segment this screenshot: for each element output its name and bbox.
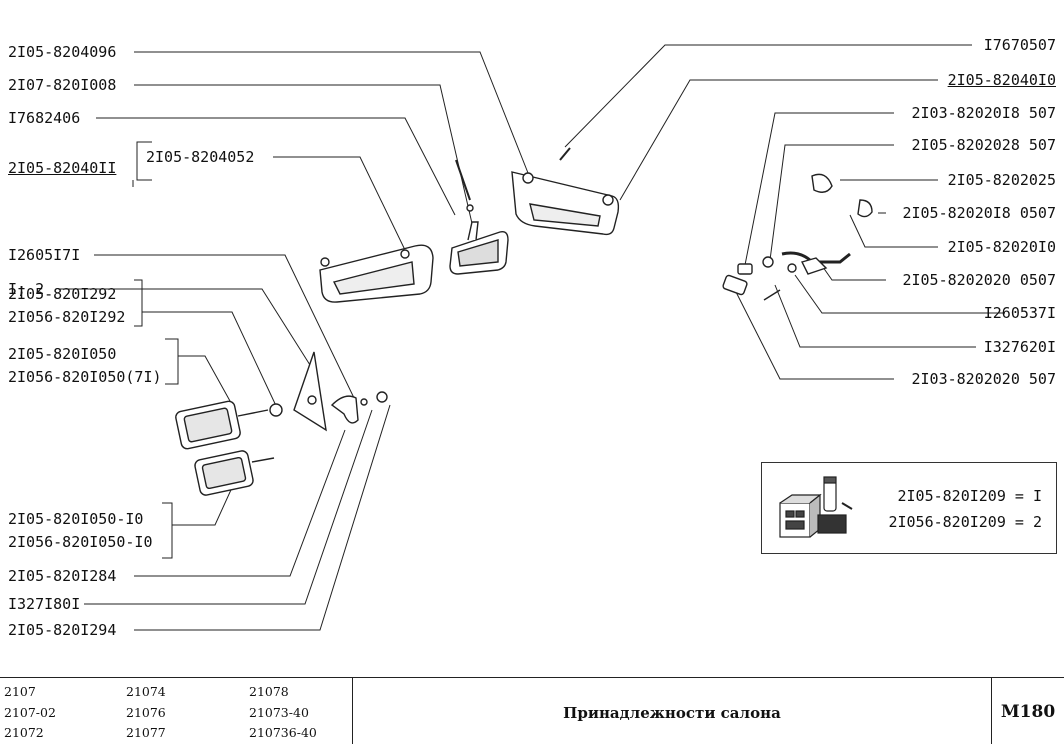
leader-line xyxy=(58,288,311,366)
side-mirror-a xyxy=(175,400,305,450)
leader-line xyxy=(134,51,531,179)
model-cell: 21077 xyxy=(126,725,166,740)
part-label: 2I05-820I050 xyxy=(8,345,117,363)
model-cell: 21073-40 xyxy=(249,705,309,720)
part-label: 2I05-8202020 0507 xyxy=(902,271,1056,289)
right-sun-visor xyxy=(511,147,620,236)
model-cell: 21072 xyxy=(4,725,44,740)
leader-line xyxy=(619,79,938,201)
bracket xyxy=(136,141,152,181)
part-label: 2I05-82040II xyxy=(8,159,117,177)
leader-line xyxy=(849,214,938,248)
part-label: 2I056-820I292 xyxy=(8,308,126,326)
bracket xyxy=(165,338,179,385)
part-label: 2I05-8204052 xyxy=(146,148,255,166)
legend-line: 2I05-820I209 = I xyxy=(897,487,1043,505)
part-label: I327I80I xyxy=(8,595,81,613)
page-code: M180 xyxy=(1000,702,1056,722)
part-label: 2I05-82020I0 xyxy=(947,238,1056,256)
part-label: I; 2 xyxy=(8,280,45,298)
part-label: 2I05-820I050-I0 xyxy=(8,510,144,528)
divider xyxy=(991,678,992,744)
leader-line xyxy=(96,117,456,216)
legend-line: 2I056-820I209 = 2 xyxy=(888,513,1042,531)
model-cell: 2107-02 xyxy=(4,705,56,720)
leader-line xyxy=(134,404,391,631)
kit-icon xyxy=(779,476,853,538)
leader-line xyxy=(142,311,279,411)
handle-cap xyxy=(330,391,388,424)
model-cell: 21076 xyxy=(126,705,166,720)
part-label: 2I07-820I008 xyxy=(8,76,117,94)
kit-legend-box: 2I05-820I209 = I 2I056-820I209 = 2 xyxy=(761,462,1057,554)
part-label: 2I05-82040I0 xyxy=(947,71,1056,89)
part-label: 2I05-8202028 507 xyxy=(911,136,1057,154)
part-label: I7670507 xyxy=(983,36,1056,54)
title-block: 2107 21074 21078 2107-02 21076 21073-40 … xyxy=(0,677,1064,744)
leader-line xyxy=(178,355,236,411)
part-label: 2I05-8202025 xyxy=(947,171,1056,189)
left-sun-visor xyxy=(319,244,434,303)
part-label: I7682406 xyxy=(8,109,81,127)
leader-line xyxy=(794,274,1005,314)
interior-mirror xyxy=(449,159,509,275)
part-label: 2I056-820I050-I0 xyxy=(8,533,153,551)
leader-line xyxy=(273,156,406,251)
grab-handle-assembly xyxy=(722,173,873,301)
part-label: 2I05-820I292 xyxy=(8,285,117,303)
bracket xyxy=(134,279,143,327)
leader-line xyxy=(744,112,894,266)
leader-line xyxy=(134,84,481,259)
leader-line xyxy=(94,254,356,401)
mirror-cover-triangle xyxy=(293,351,327,432)
part-label: 2I05-820I284 xyxy=(8,567,117,585)
bracket xyxy=(162,502,173,559)
part-label: 2I03-8202020 507 xyxy=(911,370,1057,388)
part-label: 2I05-820I294 xyxy=(8,621,117,639)
part-label: I2605I7I xyxy=(8,246,81,264)
part-label: I327620I xyxy=(983,338,1056,356)
leader-line xyxy=(774,284,976,348)
leader-line xyxy=(564,44,972,148)
part-label: I260537I xyxy=(983,304,1056,322)
part-label: 2I05-8204096 xyxy=(8,43,117,61)
part-label: 2I056-820I050(7I) xyxy=(8,368,162,386)
model-cell: 21078 xyxy=(249,684,289,699)
side-mirror-b xyxy=(194,450,275,496)
divider xyxy=(352,678,353,744)
model-cell: 2107 xyxy=(4,684,36,699)
part-label: 2I03-82020I8 507 xyxy=(911,104,1057,122)
leader-line xyxy=(84,409,373,605)
parts-drawing xyxy=(58,44,1005,631)
page-title: Принадлежности салона xyxy=(563,704,781,722)
model-cell: 210736-40 xyxy=(249,725,317,740)
part-label: 2I05-82020I8 0507 xyxy=(902,204,1056,222)
leader-line xyxy=(769,144,894,261)
leader-line xyxy=(134,429,346,577)
model-cell: 21074 xyxy=(126,684,166,699)
leader-line xyxy=(734,289,894,380)
